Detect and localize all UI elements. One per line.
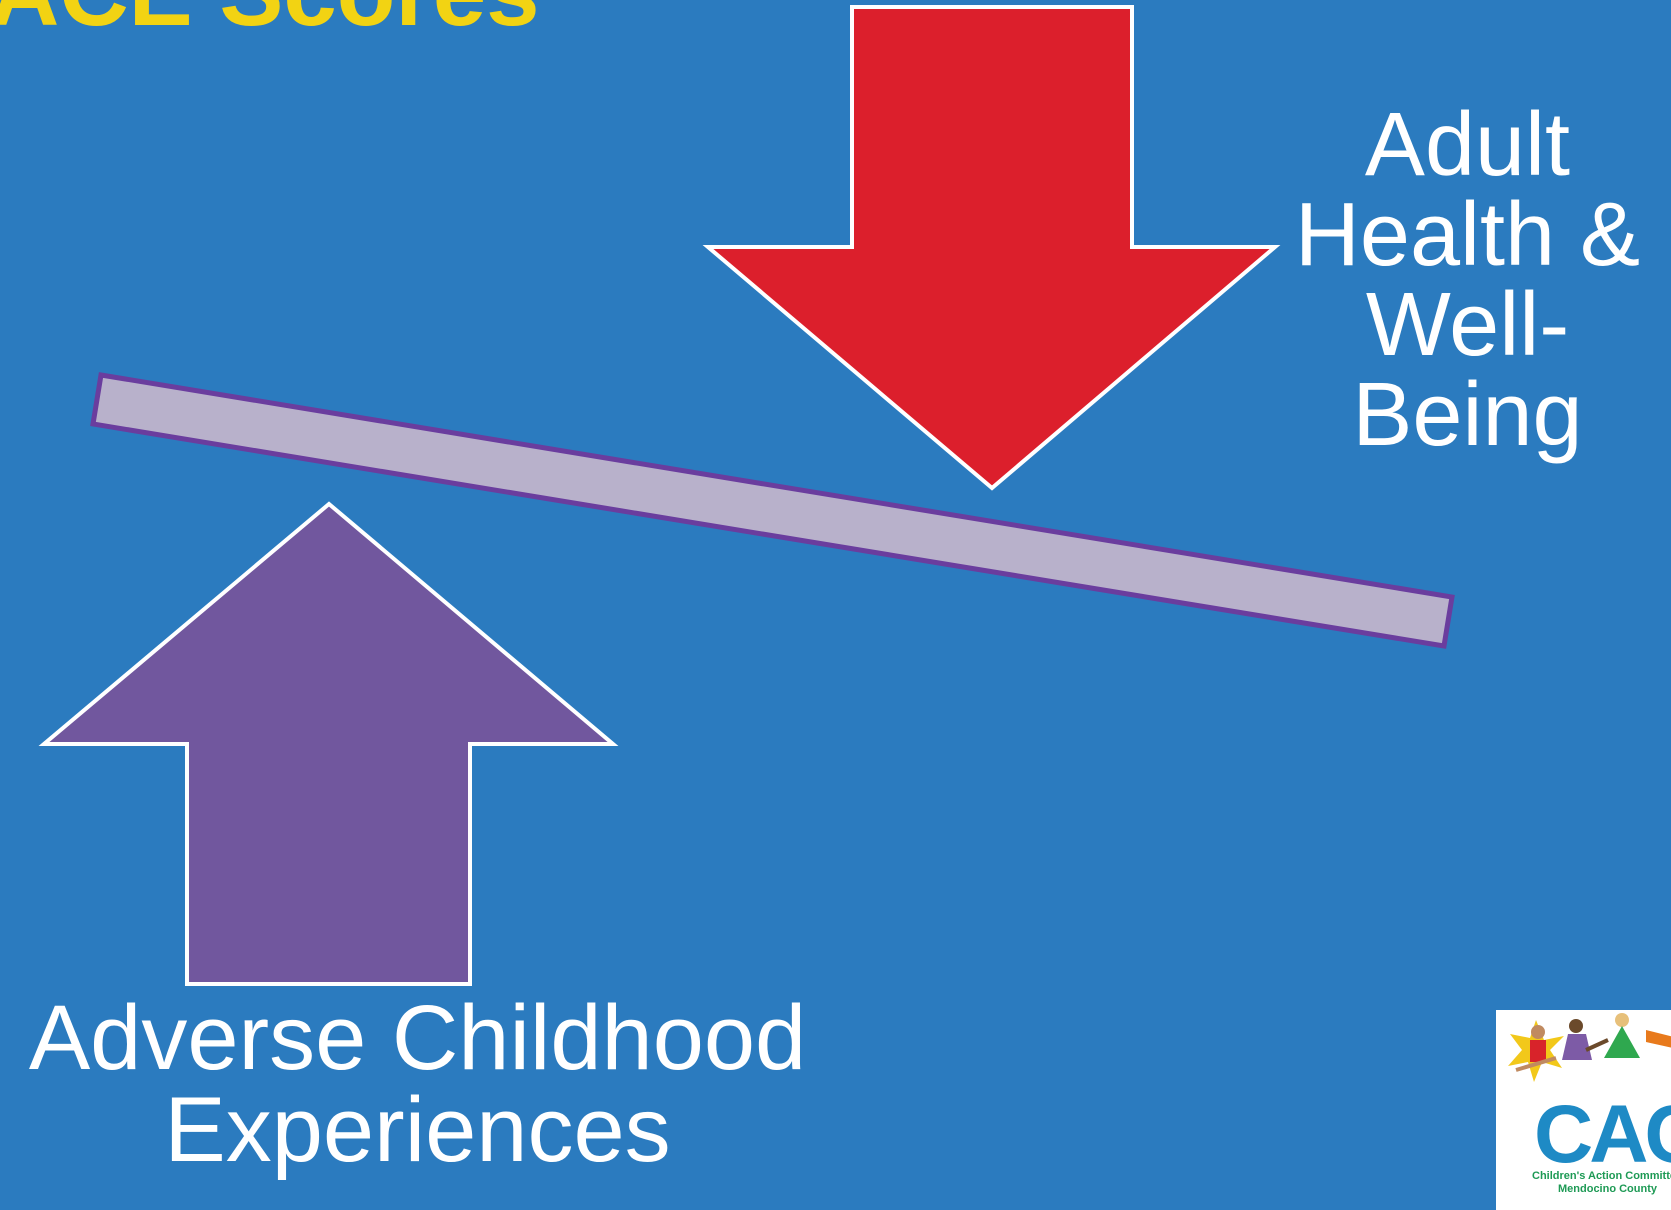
adverse-childhood-label-line: Adverse Childhood xyxy=(0,992,835,1084)
adult-health-label-line: Adult xyxy=(1245,100,1671,190)
logo-letters: CAC xyxy=(1534,1088,1671,1182)
adverse-childhood-label: Adverse Childhood Experiences xyxy=(0,992,835,1176)
down-arrow xyxy=(708,7,1275,488)
adult-health-label: Adult Health & Well- Being xyxy=(1245,100,1671,460)
logo-subtitle: Children's Action Committee Mendocino Co… xyxy=(1502,1170,1671,1196)
adult-health-label-line: Well- xyxy=(1245,280,1671,370)
adult-health-label-line: Health & xyxy=(1245,190,1671,280)
adverse-childhood-label-line: Experiences xyxy=(0,1084,835,1176)
cac-logo: CAC Children's Action Committee Mendocin… xyxy=(1496,1010,1671,1210)
adult-health-label-line: Being xyxy=(1245,370,1671,460)
up-arrow xyxy=(44,504,613,984)
slide-title: ACE Scores xyxy=(0,0,540,48)
logo-subtitle-line: Mendocino County xyxy=(1502,1183,1671,1196)
logo-figures-icon xyxy=(1496,1010,1671,1100)
logo-subtitle-line: Children's Action Committee xyxy=(1502,1170,1671,1183)
